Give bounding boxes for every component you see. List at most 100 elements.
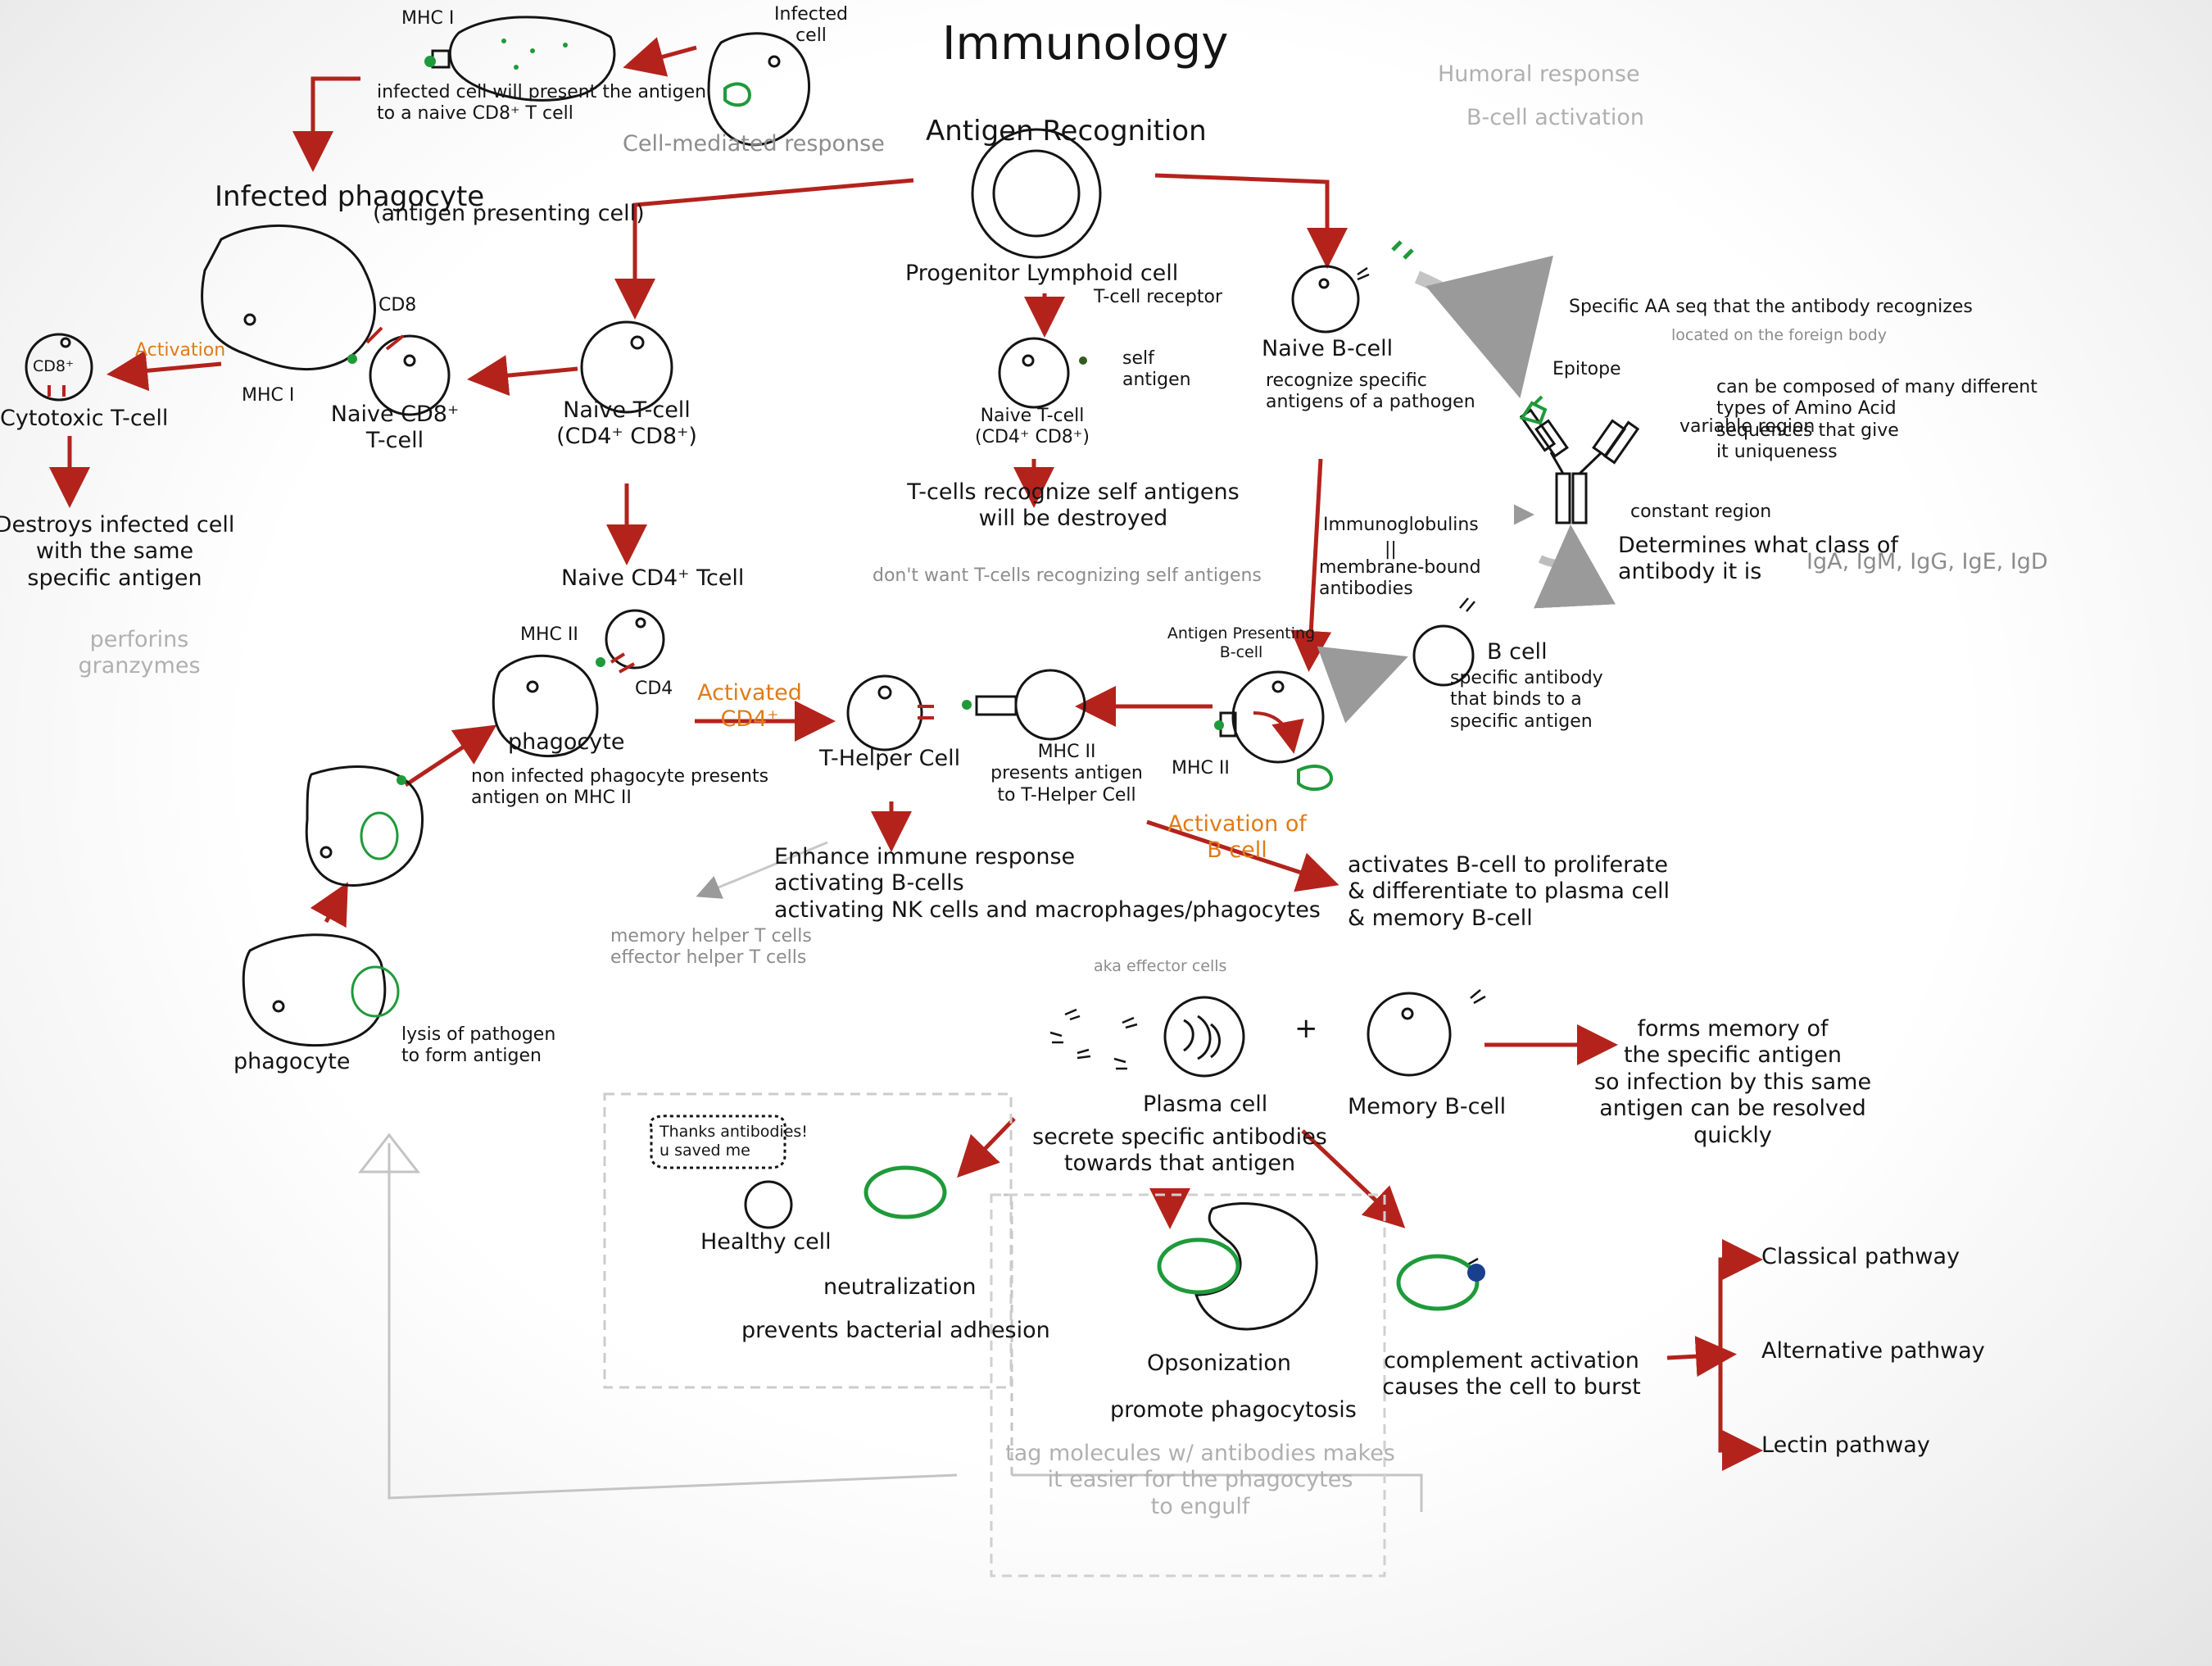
infected-phagocyte (201, 224, 376, 371)
infected-phagocyte-label: Infected phagocyte (215, 180, 485, 213)
antigen-recognition-label: Antigen Recognition (926, 115, 1207, 148)
lysis-label: lysis of pathogen to form antigen (401, 1024, 556, 1067)
humoral-sub-label: B-cell activation (1466, 105, 1645, 130)
infected-cell-top (707, 32, 811, 147)
apc-label: (antigen presenting cell) (373, 201, 645, 226)
t-helper-cell (846, 674, 923, 751)
secrete-label: secrete specific antibodies towards that… (1032, 1124, 1327, 1177)
cell-mediated-label: Cell-mediated response (623, 131, 885, 157)
arrow-lysis-to-phagocyte (310, 882, 348, 928)
pathogen-opsonization (1157, 1237, 1240, 1295)
perforins-label: perforins granzymes (78, 627, 201, 679)
mhc2-label: MHC II (520, 624, 578, 645)
specific-ab-label: specific antibody that binds to a specif… (1450, 668, 1603, 732)
determines-label: Determines what class of antibody it is (1618, 533, 1898, 585)
located-label: located on the foreign body (1671, 326, 1887, 344)
arrow-to-mhc2-phagocyte (404, 724, 497, 788)
memory-bcell-label: Memory B-cell (1348, 1094, 1507, 1119)
speech-bubble (649, 1114, 786, 1169)
neutralization-label: neutralization (823, 1274, 977, 1300)
specific-aa-label: Specific AA seq that the antibody recogn… (1569, 297, 1973, 317)
arrow-bcell-to-apc (1290, 458, 1332, 672)
humoral-label: Humoral response (1438, 61, 1640, 87)
plasma-cell-label: Plasma cell (1143, 1092, 1268, 1117)
aka-effector-label: aka effector cells (1094, 957, 1227, 975)
mhc1-label-b: MHC I (242, 385, 295, 406)
naive-cd4-cell (605, 609, 665, 670)
arrow-to-neutralization (957, 1117, 1016, 1178)
lectin-pathway-label: Lectin pathway (1761, 1432, 1930, 1458)
apc-bcell-label: Antigen Presenting B-cell (1167, 624, 1316, 661)
cd8-label: CD8 (378, 295, 417, 315)
bcell-label: B cell (1487, 639, 1548, 665)
arrow-infected-to-mhc (623, 37, 697, 77)
antigen-dots (347, 39, 1224, 785)
epitope-label: Epitope (1552, 359, 1621, 379)
activation-bcell-label: Activation of B cell (1167, 811, 1307, 864)
arrow-to-naive-bcell (1154, 173, 1348, 269)
healthy-cell (744, 1180, 793, 1229)
promote-label: promote phagocytosis (1110, 1397, 1357, 1423)
complement-protein (1467, 1264, 1485, 1282)
infected-cell-present-note: infected cell will present the antigen t… (377, 82, 707, 125)
tcells-recognize-label: T-cells recognize self antigens will be … (907, 479, 1240, 532)
progenitor-label: Progenitor Lymphoid cell (905, 261, 1179, 286)
t-helper-label: T-Helper Cell (819, 746, 961, 771)
pathogens (351, 82, 1548, 1311)
noninfected-label: non infected phagocyte presents antigen … (471, 766, 769, 809)
antibody-classes: IgA, IgM, IgG, IgE, IgD (1806, 549, 2048, 574)
arrow-to-naive-tcell (614, 178, 914, 320)
healthy-cell-label: Healthy cell (700, 1229, 832, 1255)
mhc2-presents-label: MHC II presents antigen to T-Helper Cell (990, 742, 1143, 806)
naive-tcell-small-label: Naive T-cell (CD4⁺ CD8⁺) (975, 406, 1090, 448)
plasma-cell (1163, 996, 1245, 1078)
membrane-bound-label: membrane-bound antibodies (1319, 557, 1481, 600)
naive-cd4-label: Naive CD4⁺ Tcell (561, 565, 745, 591)
receptors (48, 326, 934, 720)
arrow-activation-of-bcell (1146, 819, 1339, 892)
cytotoxic-label: Cytotoxic T-cell (0, 406, 169, 431)
phagocyte-bottom-label: phagocyte (233, 1049, 351, 1074)
naive-cd8-cell (369, 334, 451, 416)
antigen-presenting-bcell (1231, 670, 1325, 764)
progenitor-cell-outer (971, 128, 1102, 259)
opsonization-macrophage (1194, 1202, 1318, 1331)
forms-memory-label: forms memory of the specific antigen so … (1593, 1016, 1872, 1148)
activated-cd4-label: Activated CD4⁺ (697, 680, 802, 733)
phagocyte-mhc2 (492, 654, 599, 758)
alternative-pathway-label: Alternative pathway (1761, 1338, 1985, 1364)
memory-bcell (1367, 992, 1452, 1077)
opsonization-label: Opsonization (1147, 1351, 1292, 1376)
phagocyte-digesting (305, 765, 424, 887)
dont-want-label: don't want T-cells recognizing self anti… (873, 565, 1262, 586)
bcell-right (1412, 624, 1475, 687)
epitope-antigen (1519, 395, 1548, 425)
complement-bracket (1718, 1257, 1755, 1453)
cd4-label: CD4 (635, 679, 673, 699)
naive-cd8-label: Naive CD8⁺ T-cell (330, 402, 460, 454)
grey-arrows (357, 255, 1616, 1577)
pathogen-lysis (351, 965, 400, 1018)
activates-label: activates B-cell to proliferate & differ… (1348, 852, 1670, 931)
composed-label: can be composed of many different types … (1716, 377, 2037, 463)
complement-label: complement activation causes the cell to… (1382, 1348, 1641, 1400)
mhc2-b-label: MHC II (1172, 758, 1230, 779)
antibody-structure (1519, 408, 1640, 524)
equals-sign: || (1385, 539, 1397, 560)
immunoglobulins-label: Immunoglobulins (1323, 515, 1479, 535)
pathogen-digesting (360, 811, 399, 860)
pathogen-neutralization (863, 1165, 947, 1219)
plus-sign: + (1294, 1012, 1318, 1045)
recognize-label: recognize specific antigens of a pathoge… (1266, 370, 1475, 413)
arrow-to-complement (1301, 1129, 1406, 1228)
self-antigen-label: self antigen (1122, 348, 1191, 391)
pathogen-complement (1396, 1254, 1480, 1311)
tcr-label: T-cell receptor (1094, 287, 1223, 307)
cd8-cell-label: CD8⁺ (33, 357, 75, 375)
variable-region-label: variable region (1679, 416, 1815, 437)
destroys-label: Destroys infected cell with the same spe… (0, 512, 235, 591)
arrow-to-infected-phagocyte (292, 76, 360, 172)
classical-pathway-label: Classical pathway (1761, 1244, 1960, 1269)
